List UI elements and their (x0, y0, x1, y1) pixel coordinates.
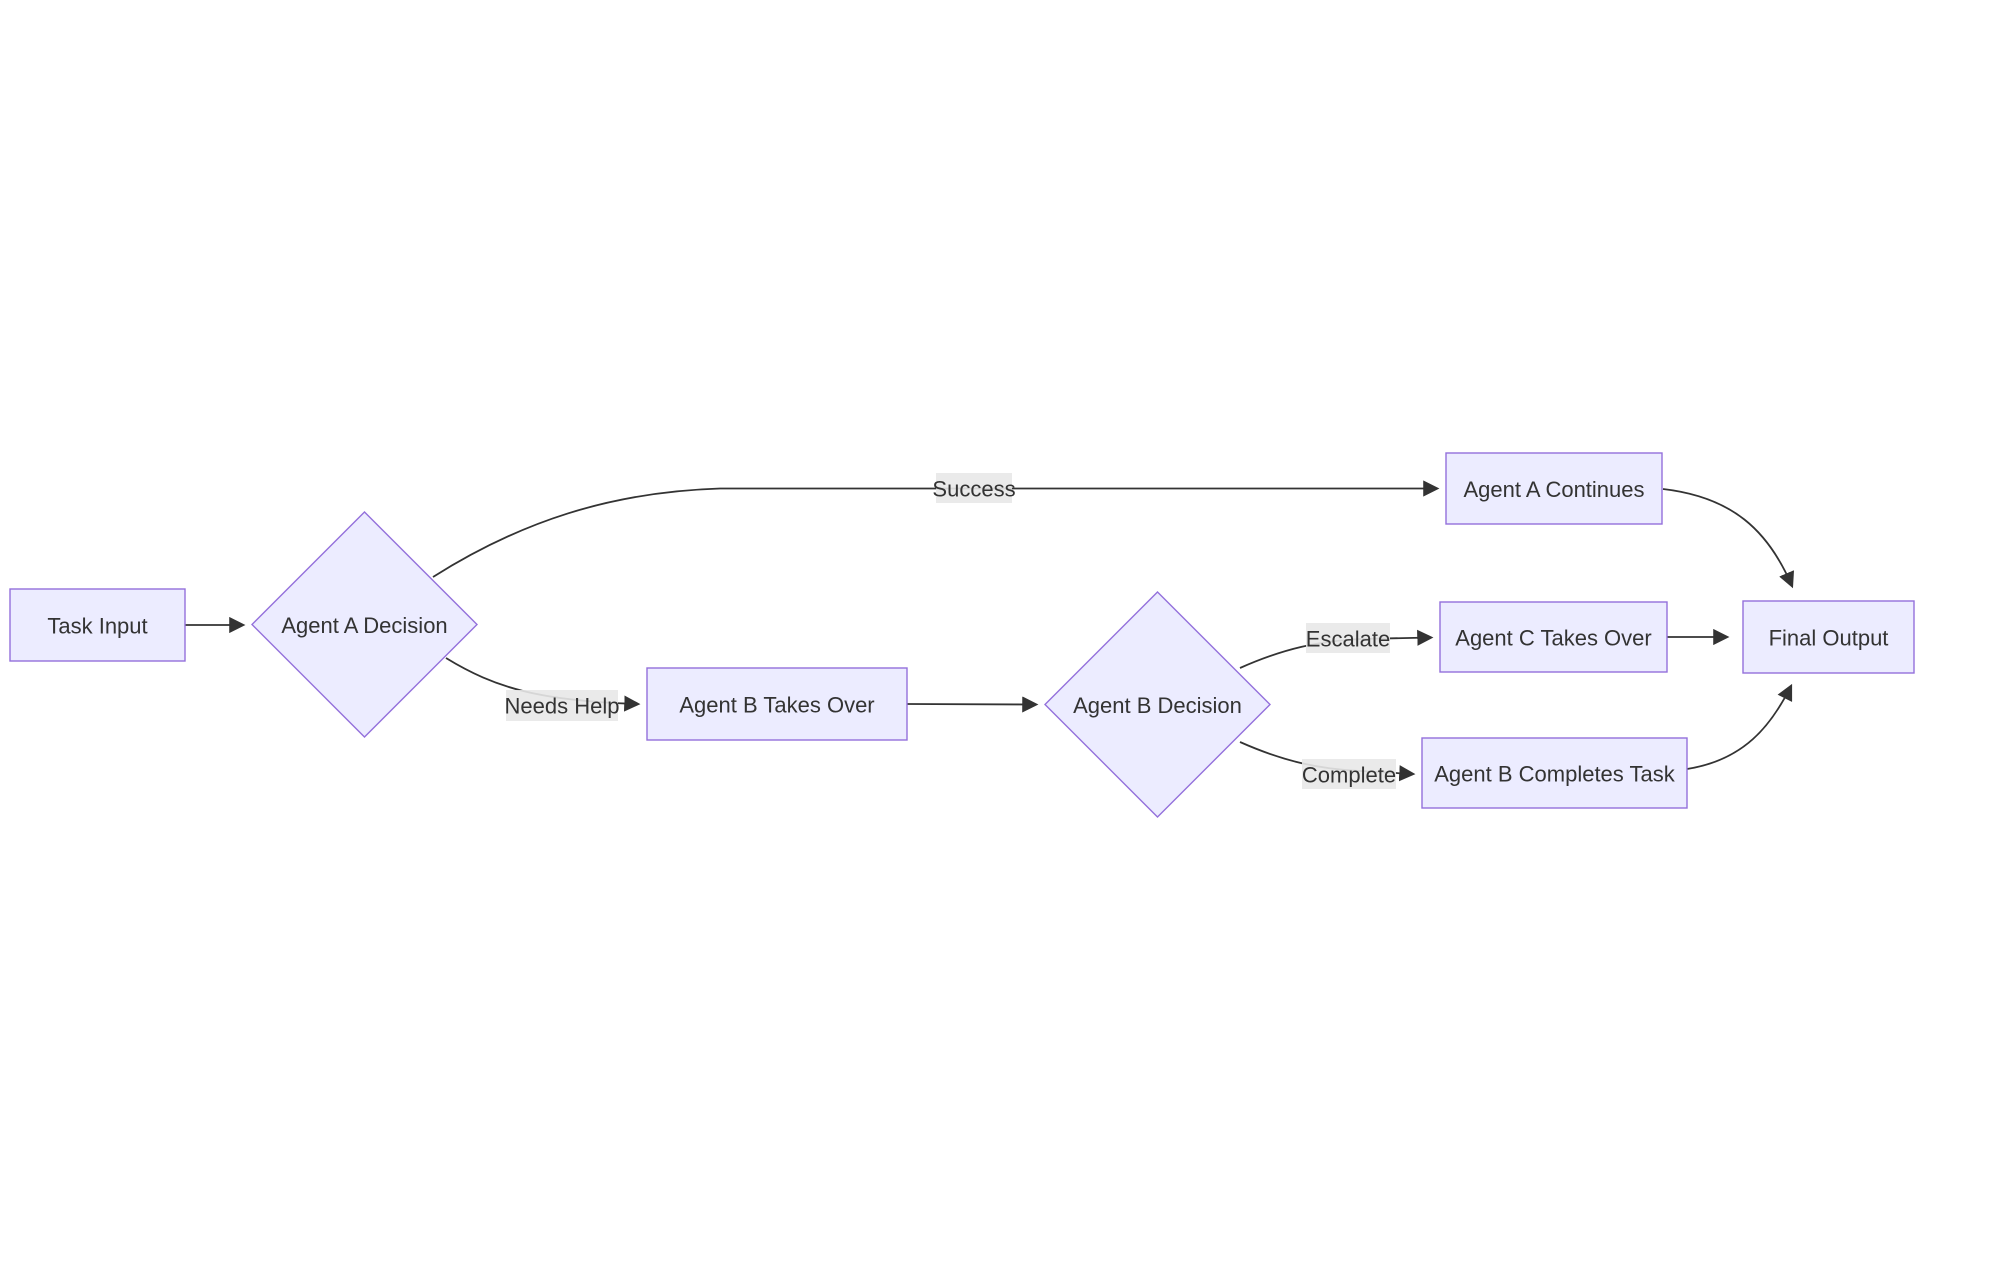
node-agent-c-takes-over-label: Agent C Takes Over (1455, 626, 1651, 651)
node-agent-b-takes-over-label: Agent B Takes Over (679, 693, 874, 718)
edge-agent-b-takes-over-to-agent-b-decision (906, 696, 1039, 713)
node-task-input: Task Input (9, 588, 186, 662)
edge-label-escalate-text: Escalate (1306, 627, 1390, 652)
node-agent-b-completes-task-shape (1421, 737, 1688, 809)
node-final-output: Final Output (1742, 600, 1915, 674)
node-task-input-shape (9, 588, 186, 662)
edge-label-escalate-bg (1306, 623, 1390, 653)
node-agent-a-decision-label: Agent A Decision (281, 613, 447, 638)
node-agent-c-takes-over-shape (1439, 601, 1668, 673)
edge-label-success-text: Success (932, 477, 1015, 502)
edge-label-escalate: Escalate (1306, 623, 1390, 653)
node-agent-a-decision-shape (251, 511, 478, 738)
node-agent-b-decision: Agent B Decision (1044, 591, 1271, 818)
edge-label-complete-bg (1302, 759, 1396, 789)
edge-label-success: Success (932, 473, 1016, 503)
node-final-output-label: Final Output (1769, 626, 1889, 651)
edge-agent-a-decision-to-agent-a-continues (432, 480, 1440, 578)
edge-label-needs-help: Needs Help (505, 690, 620, 721)
edge-agent-b-completes-task-to-final-output (1686, 683, 1793, 770)
node-agent-b-takes-over: Agent B Takes Over (646, 667, 908, 741)
node-agent-c-takes-over: Agent C Takes Over (1439, 601, 1668, 673)
edge-label-success-bg (936, 473, 1012, 503)
edge-label-needs-help-text: Needs Help (505, 694, 620, 719)
node-agent-b-takes-over-shape (646, 667, 908, 741)
node-agent-b-decision-label: Agent B Decision (1073, 693, 1242, 718)
node-agent-b-completes-task-label: Agent B Completes Task (1434, 762, 1675, 787)
node-agent-a-continues-shape (1445, 452, 1663, 525)
node-task-input-label: Task Input (47, 614, 147, 639)
node-agent-a-decision: Agent A Decision (251, 511, 478, 738)
node-agent-a-continues-label: Agent A Continues (1463, 477, 1644, 502)
node-agent-b-completes-task: Agent B Completes Task (1421, 737, 1688, 809)
edge-label-needs-help-bg (506, 690, 618, 721)
node-final-output-shape (1742, 600, 1915, 674)
edge-agent-a-continues-to-final-output (1662, 488, 1795, 589)
edge-label-complete-text: Complete (1302, 763, 1396, 788)
node-agent-b-decision-shape (1044, 591, 1271, 818)
edge-label-complete: Complete (1302, 759, 1396, 789)
node-agent-a-continues: Agent A Continues (1445, 452, 1663, 525)
